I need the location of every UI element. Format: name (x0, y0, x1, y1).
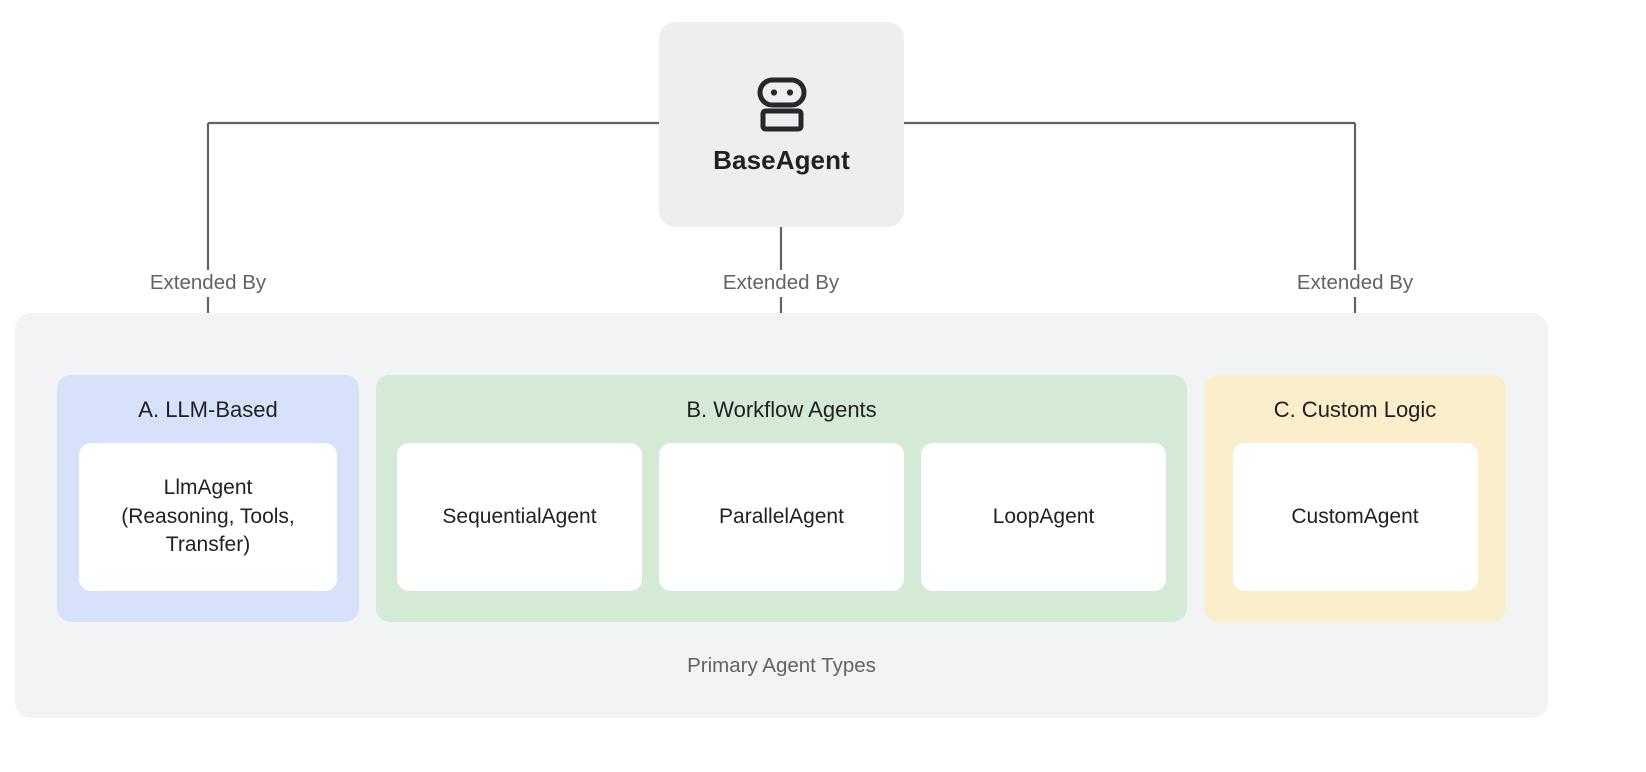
cards-row-workflow-agents: SequentialAgent ParallelAgent LoopAgent (397, 443, 1166, 591)
cards-row-llm-based: LlmAgent (Reasoning, Tools, Transfer) (79, 443, 337, 591)
category-panel-llm-based[interactable]: A. LLM-Based LlmAgent (Reasoning, Tools,… (57, 375, 359, 622)
agent-card-sequentialagent[interactable]: SequentialAgent (397, 443, 642, 591)
cards-row-custom-logic: CustomAgent (1232, 443, 1478, 591)
primary-agent-types-caption: Primary Agent Types (687, 654, 876, 677)
edge-label-extended-by-right: Extended By (1290, 270, 1420, 297)
agent-card-loopagent[interactable]: LoopAgent (921, 443, 1166, 591)
category-title-custom-logic: C. Custom Logic (1273, 397, 1437, 422)
agent-card-label: ParallelAgent (719, 504, 844, 528)
edge-label-extended-by-center: Extended By (716, 270, 846, 297)
agent-card-label: LlmAgent (Reasoning, Tools, Transfer) (121, 475, 295, 557)
category-title-llm-based: A. LLM-Based (138, 397, 278, 422)
agent-card-customagent[interactable]: CustomAgent (1232, 443, 1478, 591)
category-panel-custom-logic[interactable]: C. Custom Logic CustomAgent (1204, 375, 1506, 622)
primary-agent-types-group: A. LLM-Based LlmAgent (Reasoning, Tools,… (15, 313, 1548, 718)
edge-label-extended-by-left: Extended By (143, 270, 273, 297)
category-panel-workflow-agents[interactable]: B. Workflow Agents SequentialAgent Paral… (376, 375, 1187, 622)
agent-card-label: SequentialAgent (442, 504, 597, 528)
base-agent-node[interactable]: BaseAgent (659, 22, 904, 227)
category-title-workflow-agents: B. Workflow Agents (686, 397, 877, 422)
agent-card-label: CustomAgent (1291, 504, 1419, 528)
agent-card-label: LoopAgent (992, 504, 1095, 528)
agent-card-llmagent[interactable]: LlmAgent (Reasoning, Tools, Transfer) (79, 443, 337, 591)
robot-icon (757, 77, 806, 131)
base-agent-label: BaseAgent (713, 144, 850, 175)
agent-card-parallelagent[interactable]: ParallelAgent (659, 443, 904, 591)
